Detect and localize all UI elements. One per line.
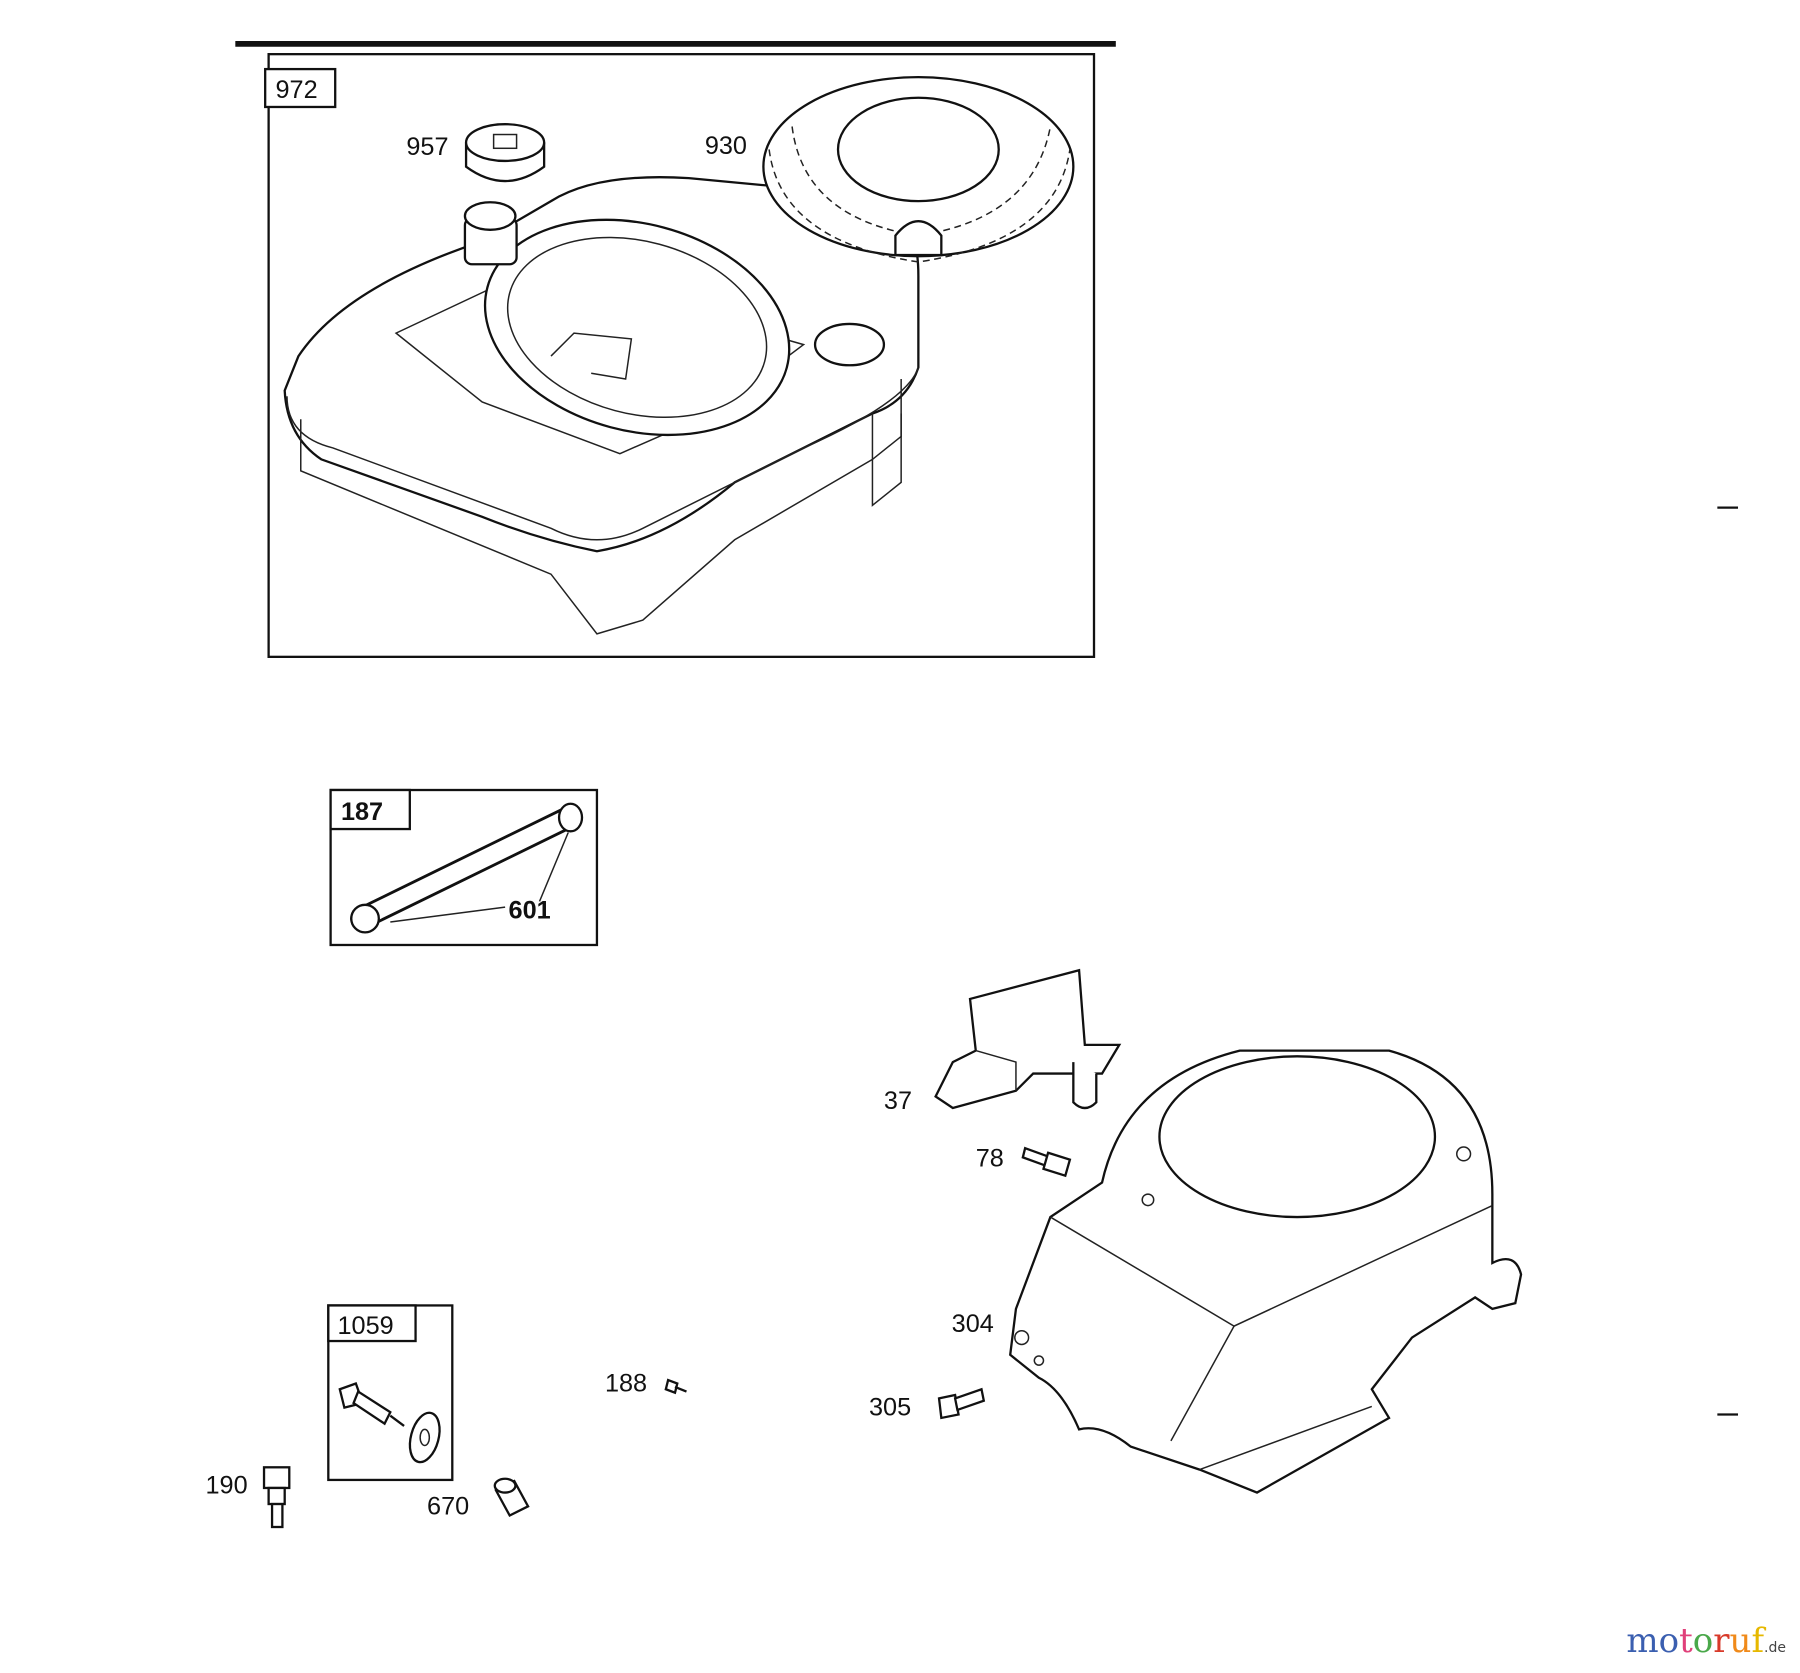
motoruf-logo: motoruf.de — [1626, 1621, 1786, 1661]
fuel-tank-drawing — [283, 176, 920, 635]
group-label-1059: 1059 — [338, 1312, 394, 1340]
part-label-957: 957 — [406, 133, 448, 161]
part-label-37: 37 — [884, 1087, 912, 1115]
logo-letter: o — [1658, 1621, 1680, 1661]
fitting-190 — [262, 1466, 291, 1529]
part-label-670: 670 — [427, 1492, 469, 1520]
logo-letter: r — [1713, 1621, 1730, 1661]
part-label-190: 190 — [205, 1472, 247, 1500]
logo-letter: u — [1729, 1621, 1752, 1661]
group-187: 187 601 — [329, 788, 599, 947]
screw-188 — [664, 1378, 687, 1395]
bolt-78 — [1021, 1146, 1072, 1178]
part-label-78: 78 — [976, 1145, 1004, 1173]
logo-suffix: .de — [1764, 1640, 1786, 1656]
part-label-304: 304 — [952, 1310, 994, 1338]
rotating-screen-930 — [762, 75, 1075, 263]
part-label-188: 188 — [605, 1370, 647, 1398]
group-label-187: 187 — [341, 798, 383, 826]
part-label-305: 305 — [869, 1394, 911, 1422]
blower-housing-304 — [1008, 1049, 1523, 1494]
logo-letter: f — [1751, 1621, 1765, 1661]
fuel-cap-957 — [464, 123, 546, 183]
part-label-601: 601 — [509, 897, 551, 925]
group-972: 972 957 — [264, 53, 1096, 658]
bushing-670 — [493, 1477, 530, 1518]
logo-letter: m — [1626, 1621, 1659, 1661]
group-label-972: 972 — [276, 76, 318, 104]
baffle-37 — [934, 968, 1122, 1110]
group-1059: 1059 — [327, 1304, 454, 1482]
fuel-line-drawing — [350, 802, 584, 934]
part-label-930: 930 — [705, 132, 747, 160]
bolt-305 — [937, 1387, 986, 1420]
logo-letter: t — [1679, 1621, 1693, 1661]
logo-letter: o — [1692, 1621, 1714, 1661]
